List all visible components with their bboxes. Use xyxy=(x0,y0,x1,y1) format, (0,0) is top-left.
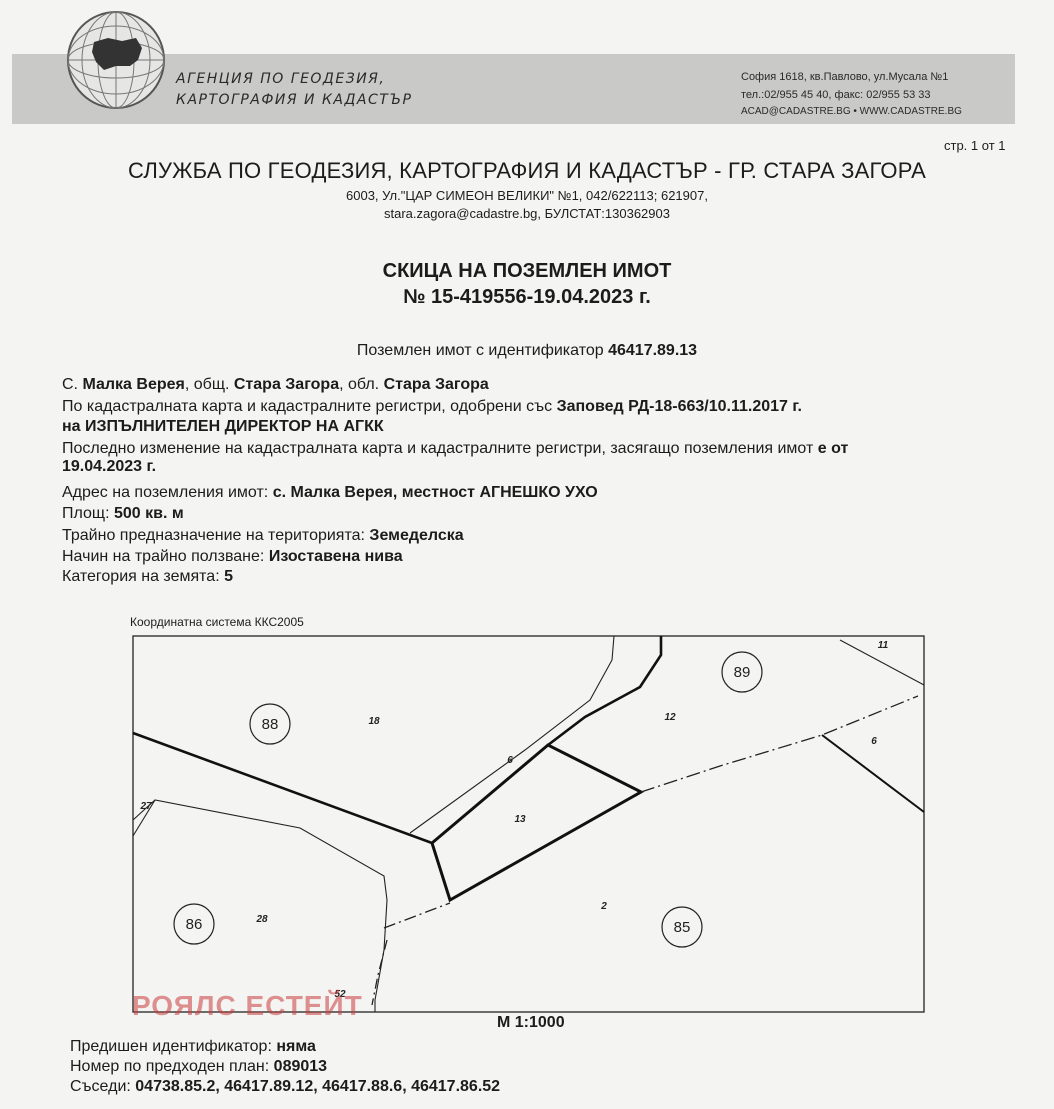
address-line: Адрес на поземления имот: с. Малка Верея… xyxy=(62,484,598,502)
parcel-12-label: 12 xyxy=(664,712,676,723)
parcel-28-boundary xyxy=(132,799,388,1012)
region-value: Стара Загора xyxy=(383,376,489,393)
category-value: 5 xyxy=(224,568,233,585)
category-label: Категория на земята: xyxy=(62,568,220,585)
agency-name-line2: КАРТОГРАФИЯ И КАДАСТЪР xyxy=(176,92,413,108)
municipality-value: Стара Загора xyxy=(233,376,340,393)
address-value: с. Малка Верея, местност АГНЕШКО УХО xyxy=(272,484,598,501)
prev-id-line: Предишен идентификатор: няма xyxy=(70,1038,316,1056)
parcel-28-label: 28 xyxy=(255,914,268,925)
area-label: Площ: xyxy=(62,505,110,522)
page-number: стр. 1 от 1 xyxy=(944,138,1006,153)
usage-line: Начин на трайно ползване: Изоставена нив… xyxy=(62,548,403,566)
road-edge-thin xyxy=(409,635,615,834)
scale-label: М 1:1000 xyxy=(497,1014,565,1031)
director-value: на ИЗПЪЛНИТЕЛЕН ДИРЕКТОР НА АГКК xyxy=(62,418,384,435)
purpose-label: Трайно предназначение на територията: xyxy=(62,527,365,544)
agency-phone: тел.:02/955 45 40, факс: 02/955 53 33 xyxy=(741,89,931,101)
parcel-18-label: 18 xyxy=(368,716,380,727)
office-address-line2: stara.zagora@cadastre.bg, БУЛСТАТ:130362… xyxy=(384,206,670,221)
region-label: , обл. xyxy=(339,376,380,393)
identifier-value: 46417.89.13 xyxy=(608,342,698,359)
globe-bulgaria-icon xyxy=(67,11,165,109)
purpose-line: Трайно предназначение на територията: Зе… xyxy=(62,527,464,545)
agency-web: ACAD@CADASTRE.BG • WWW.CADASTRE.BG xyxy=(741,106,962,117)
document-title: СКИЦА НА ПОЗЕМЛЕН ИМОТ xyxy=(382,260,672,282)
change-date: 19.04.2023 г. xyxy=(62,458,157,475)
agency-address: София 1618, кв.Павлово, ул.Мусала №1 xyxy=(741,71,949,83)
area-value: 500 кв. м xyxy=(113,505,184,522)
coordinate-system-label: Координатна система ККС2005 xyxy=(130,615,304,629)
map-approval-line: По кадастралната карта и кадастралните р… xyxy=(62,398,802,416)
municipality-label: , общ. xyxy=(184,376,230,393)
last-change-line: Последно изменение на кадастралната карт… xyxy=(62,440,992,476)
parcel-6-east-label: 6 xyxy=(871,736,877,747)
category-line: Категория на земята: 5 xyxy=(62,568,233,586)
identifier-line: Поземлен имот с идентификатор 46417.89.1… xyxy=(0,342,1054,360)
change-suffix: е от xyxy=(817,440,849,457)
watermark: РОЯЛС ЕСТЕЙТ xyxy=(132,990,363,1021)
address-label: Адрес на поземления имот: xyxy=(62,484,269,501)
identifier-label: Поземлен имот с идентификатор xyxy=(356,342,604,359)
sketch-frame xyxy=(132,635,925,1013)
header-band xyxy=(12,54,1015,124)
prev-plan-line: Номер по предходен план: 089013 xyxy=(70,1058,327,1076)
neighbors-value: 04738.85.2, 46417.89.12, 46417.88.6, 464… xyxy=(135,1078,501,1095)
director-line: на ИЗПЪЛНИТЕЛЕН ДИРЕКТОР НА АГКК xyxy=(62,418,384,436)
change-text: Последно изменение на кадастралната карт… xyxy=(62,440,814,457)
office-title: СЛУЖБА ПО ГЕОДЕЗИЯ, КАРТОГРАФИЯ И КАДАСТ… xyxy=(128,158,926,183)
block-86-label: 86 xyxy=(186,916,203,933)
target-parcel-13 xyxy=(430,743,645,903)
prev-plan-value: 089013 xyxy=(273,1058,328,1075)
parcel-52-label: 52 xyxy=(334,989,346,1000)
prev-id-value: няма xyxy=(276,1038,316,1055)
dashdot-line-1 xyxy=(383,902,451,929)
block-85-label: 85 xyxy=(674,919,691,936)
parcel-27-label: 27 xyxy=(139,801,152,812)
thick-road-boundary xyxy=(547,636,663,747)
block-86-circle xyxy=(173,903,215,945)
agency-name-line1: АГЕНЦИЯ ПО ГЕОДЕЗИЯ, xyxy=(176,71,386,87)
parcel-13-label: 13 xyxy=(514,814,526,825)
parcel-11-boundary xyxy=(839,639,925,686)
parcel-2-label: 2 xyxy=(600,901,607,912)
block-89-label: 89 xyxy=(734,664,751,681)
neighbors-line: Съседи: 04738.85.2, 46417.89.12, 46417.8… xyxy=(70,1078,500,1096)
usage-label: Начин на трайно ползване: xyxy=(62,548,265,565)
office-address-line1: 6003, Ул."ЦАР СИМЕОН ВЕЛИКИ" №1, 042/622… xyxy=(346,188,708,203)
parcel-11-label: 11 xyxy=(878,640,889,651)
block-88-circle xyxy=(249,703,291,745)
order-value: Заповед РД-18-663/10.11.2017 г. xyxy=(556,398,802,415)
location-prefix: С. xyxy=(62,376,78,393)
parcel-6-road-label: 6 xyxy=(507,755,513,766)
thick-boundary-west xyxy=(132,731,433,845)
location-line: С. Малка Верея, общ. Стара Загора, обл. … xyxy=(62,376,489,394)
dashdot-line-2 xyxy=(640,695,919,793)
block-89-circle xyxy=(721,651,763,693)
prev-plan-label: Номер по предходен план: xyxy=(70,1058,270,1075)
area-line: Площ: 500 кв. м xyxy=(62,505,184,523)
parcel-6-boundary xyxy=(821,734,925,813)
village-value: Малка Верея xyxy=(82,376,185,393)
usage-value: Изоставена нива xyxy=(268,548,403,565)
parcel-27-boundary xyxy=(132,799,156,837)
document-number: № 15-419556-19.04.2023 г. xyxy=(403,286,651,308)
purpose-value: Земеделска xyxy=(369,527,464,544)
neighbors-label: Съседи: xyxy=(70,1078,131,1095)
block-85-circle xyxy=(661,906,703,948)
block-88-label: 88 xyxy=(262,716,279,733)
map-text: По кадастралната карта и кадастралните р… xyxy=(62,398,553,415)
prev-id-label: Предишен идентификатор: xyxy=(70,1038,272,1055)
